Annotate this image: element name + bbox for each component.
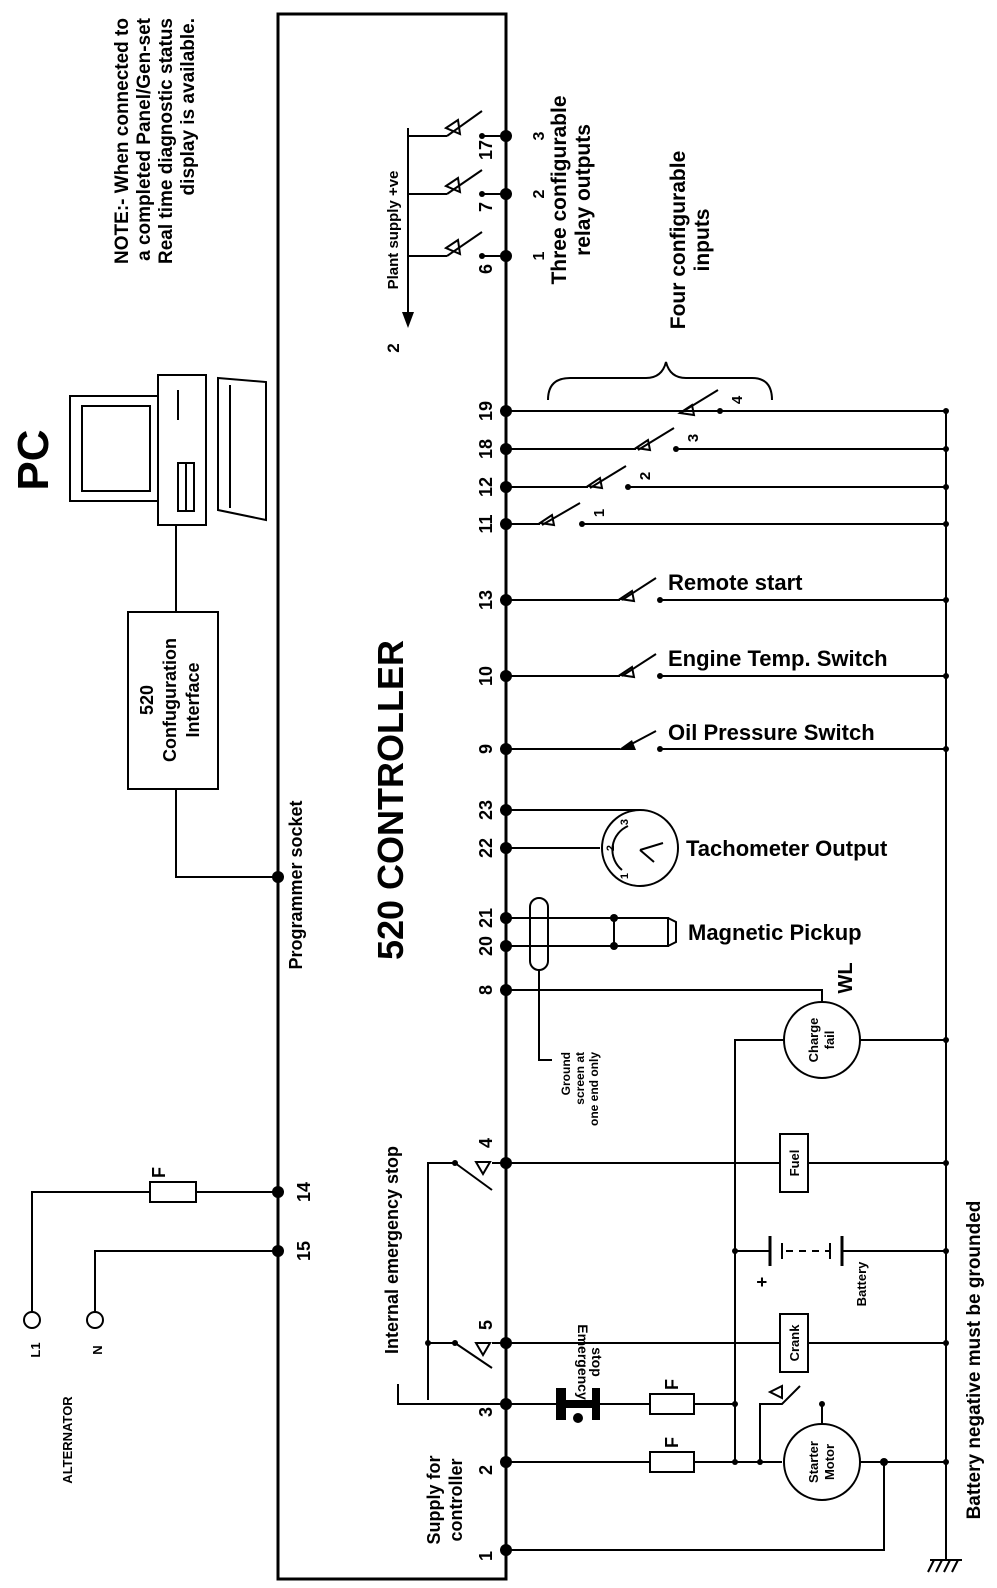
- terminal-7: 7: [476, 202, 496, 212]
- terminal-21: 21: [476, 908, 496, 928]
- magnetic-pickup-label: Magnetic Pickup: [688, 920, 862, 945]
- input-num-3: 3: [685, 434, 702, 442]
- plant-supply-num: 2: [384, 343, 403, 352]
- relay-title-line1: Three configurable: [548, 95, 571, 284]
- tacho-dial-3: 3: [619, 819, 631, 825]
- remote-start-label: Remote start: [668, 570, 803, 595]
- pc-note-line4: display is available.: [178, 18, 199, 195]
- input-num-1: 1: [591, 509, 608, 517]
- terminal-23: 23: [476, 800, 496, 820]
- relay-num-1: 1: [531, 251, 548, 260]
- n-terminal: [86, 1311, 104, 1329]
- input-num-4: 4: [729, 395, 746, 404]
- tacho-dial-2: 2: [605, 845, 617, 851]
- computer-icon: [69, 374, 267, 526]
- crank-relay: [779, 1313, 809, 1373]
- relay-num-2: 2: [531, 189, 548, 198]
- internal-emergency-label: Internal emergency stop: [382, 1146, 402, 1354]
- supply-line1: Supply for: [424, 1456, 444, 1545]
- configurable-inputs: Four configurable inputs 19 18 1: [476, 151, 946, 534]
- alternator-fuse: [149, 1181, 197, 1203]
- relay-outputs: Plant supply +ve 2 6 7 17 1 2 3 Three co…: [384, 95, 595, 352]
- ground-note-line1: Ground: [559, 1052, 573, 1095]
- terminal-13: 13: [476, 590, 496, 610]
- starter-line2: Motor: [822, 1444, 837, 1480]
- charge-lamp-line2: fail: [822, 1031, 837, 1050]
- interface-line2: Confuguration: [160, 638, 180, 762]
- config-interface-box: [127, 611, 219, 790]
- emergency-stop-line2: stop: [589, 1347, 605, 1377]
- screen-shield: [529, 897, 549, 971]
- terminal-12: 12: [476, 477, 496, 497]
- inputs-title-line2: inputs: [691, 209, 714, 272]
- fuel-solenoid: [779, 1133, 809, 1193]
- terminal-3: 3: [476, 1407, 496, 1417]
- fuse-label-2: F: [662, 1437, 682, 1448]
- engine-temp-label: Engine Temp. Switch: [668, 646, 888, 671]
- relay-title-line2: relay outputs: [572, 124, 595, 256]
- inputs-title-line1: Four configurable: [667, 151, 690, 330]
- battery-plus: +: [752, 1277, 772, 1288]
- oil-pressure-label: Oil Pressure Switch: [668, 720, 875, 745]
- ground-note-line2: screen at: [573, 1052, 587, 1105]
- terminal-17: 17: [476, 140, 496, 160]
- controller-title: 520 CONTROLLER: [370, 640, 411, 960]
- ground-note-line3: one end only: [587, 1052, 601, 1126]
- terminal-15: 15: [294, 1241, 314, 1261]
- tachometer-dial: [601, 809, 679, 887]
- charge-lamp-line1: Charge: [806, 1018, 821, 1063]
- l1-label: L1: [28, 1342, 43, 1357]
- terminal-1: 1: [476, 1551, 496, 1561]
- pc-note-line1: NOTE:- When connected to: [112, 18, 133, 264]
- ground-icon: [927, 1550, 962, 1573]
- interface-line1: 520: [137, 685, 157, 715]
- l1-terminal: [23, 1311, 41, 1329]
- programmer-socket-dot: [272, 871, 284, 883]
- programmer-socket-label: Programmer socket: [286, 800, 306, 969]
- starter-line1: Starter: [806, 1441, 821, 1483]
- battery-label: Battery: [854, 1261, 869, 1307]
- socket-cable: [175, 789, 278, 878]
- battery-ground-note: Battery negative must be grounded: [964, 1201, 985, 1520]
- pc-title: PC: [9, 429, 58, 490]
- fuel-label: Fuel: [787, 1150, 802, 1177]
- alternator-label: ALTERNATOR: [60, 1396, 75, 1484]
- emergency-stop-button: [556, 1388, 600, 1423]
- magnetic-pickup-body: [613, 917, 669, 947]
- terminal-11: 11: [476, 514, 496, 533]
- terminal-2: 2: [476, 1465, 496, 1475]
- terminal-18: 18: [476, 439, 496, 459]
- terminal-5: 5: [476, 1320, 496, 1330]
- supply-line2: controller: [446, 1458, 466, 1541]
- interface-line3: Interface: [183, 662, 203, 737]
- terminal-22: 22: [476, 838, 496, 858]
- crank-label: Crank: [787, 1324, 802, 1362]
- terminal-9: 9: [476, 744, 496, 754]
- terminal-10: 10: [476, 666, 496, 686]
- pc-note-line3: Real time diagnostic status: [156, 18, 177, 264]
- fuse-label-3: F: [662, 1379, 682, 1390]
- tachometer-label: Tachometer Output: [686, 836, 888, 861]
- input-num-2: 2: [637, 472, 654, 480]
- wl-label: WL: [835, 962, 857, 993]
- fuse-terminal-2: [649, 1451, 695, 1473]
- terminal-14: 14: [294, 1182, 314, 1202]
- terminal-4: 4: [476, 1138, 496, 1148]
- terminal-19: 19: [476, 401, 496, 421]
- emergency-stop-line1: Emergency: [575, 1324, 591, 1400]
- terminal-8: 8: [476, 985, 496, 995]
- pc-note-line2: a completed Panel/Gen-set: [134, 17, 155, 261]
- terminal-6: 6: [476, 264, 496, 274]
- plant-supply-label: Plant supply +ve: [385, 171, 402, 290]
- controller-box: [276, 12, 508, 1581]
- tacho-dial-1: 1: [619, 873, 631, 879]
- inputs-brace: [547, 361, 773, 401]
- relay-num-3: 3: [531, 131, 548, 140]
- fuse-terminal-3: [649, 1393, 695, 1415]
- alternator-fuse-label: F: [149, 1167, 169, 1178]
- n-label: N: [90, 1345, 105, 1354]
- terminal-20: 20: [476, 936, 496, 956]
